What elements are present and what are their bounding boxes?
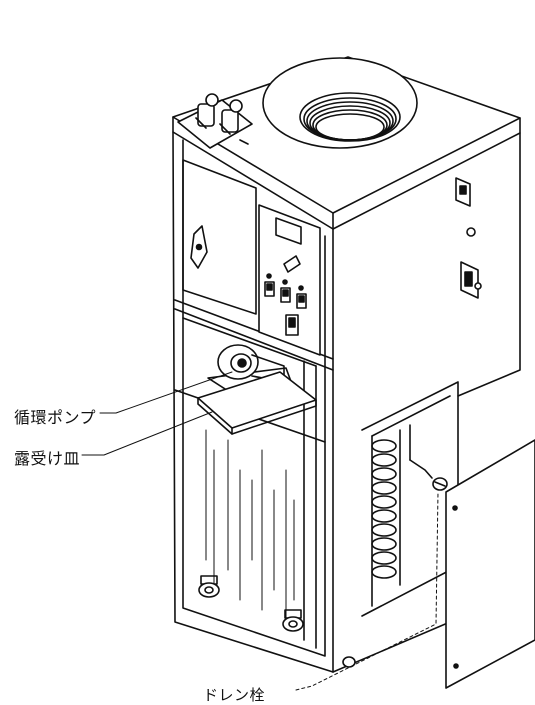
side-cover-panel [445, 439, 535, 689]
knob-icon [283, 255, 301, 273]
upper-door [182, 159, 257, 315]
control-panel [258, 204, 321, 356]
leader-tray [81, 411, 213, 456]
side-breaker-icon [460, 261, 482, 299]
bath-opening [262, 57, 418, 149]
drain-plug-icon [432, 477, 448, 491]
door-handle-icon [190, 225, 208, 269]
casters [198, 575, 356, 668]
lower-panel-hatching [205, 429, 295, 621]
label-dew-tray: 露受け皿 [14, 449, 81, 468]
label-circulation-pump: 循環ポンプ [14, 408, 97, 427]
leader-lines [81, 371, 439, 691]
leader-pump [99, 371, 233, 414]
label-drain-plug: ドレン栓 [203, 686, 266, 704]
dew-tray [197, 371, 317, 435]
cabinet-right [457, 132, 521, 397]
cabinet-front [172, 131, 334, 673]
side-opening [361, 381, 459, 617]
side-outlet-icon [455, 177, 471, 207]
condenser-coil [371, 424, 433, 586]
side-indicator [466, 227, 476, 237]
leader-drain [295, 491, 439, 691]
display-window [275, 217, 302, 245]
pipe-fittings [177, 93, 253, 149]
